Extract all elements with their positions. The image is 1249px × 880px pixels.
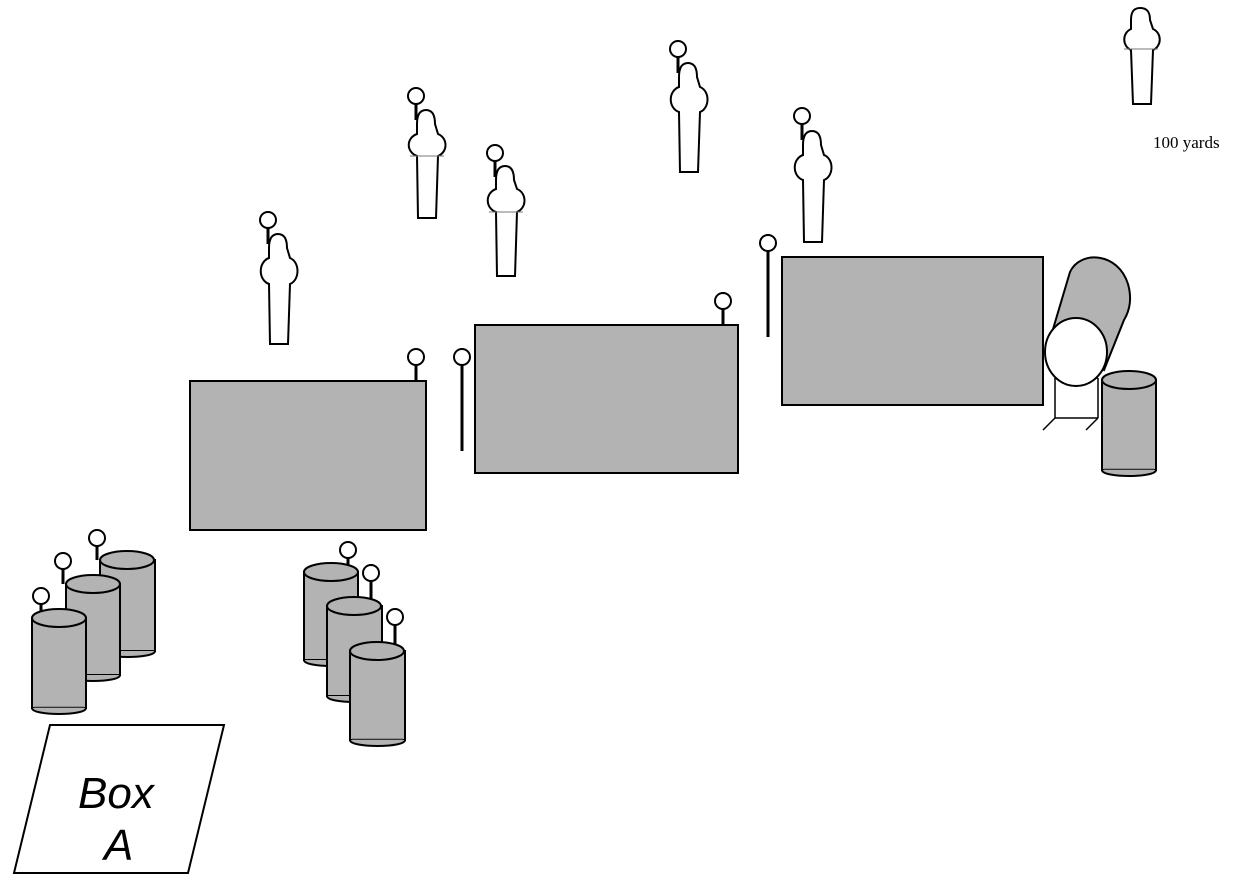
barricade-wall-2 [474,292,739,474]
barrel-right [1101,370,1157,477]
barrel [349,608,406,747]
box-label-line2: A [101,821,133,870]
silhouette-target-1 [259,211,299,345]
silhouette-target-4 [669,40,709,173]
shooting-box-a: Box A [12,724,226,874]
silhouette-target-3 [486,144,526,277]
vertical-pole-1 [453,348,471,451]
barrel-cluster-middle [303,541,406,747]
tube-obstacle [1042,256,1132,431]
barricade-wall-3 [781,256,1044,406]
barricade-wall-1 [189,348,427,531]
vertical-pole-2 [759,234,777,337]
barrel [31,587,87,715]
silhouette-target-far [1123,6,1161,105]
silhouette-target-2 [407,87,447,219]
distance-label: 100 yards [1153,133,1220,152]
barrel-cluster-left [31,529,156,715]
box-label-line1: Box [78,769,156,818]
silhouette-target-5 [793,107,833,243]
